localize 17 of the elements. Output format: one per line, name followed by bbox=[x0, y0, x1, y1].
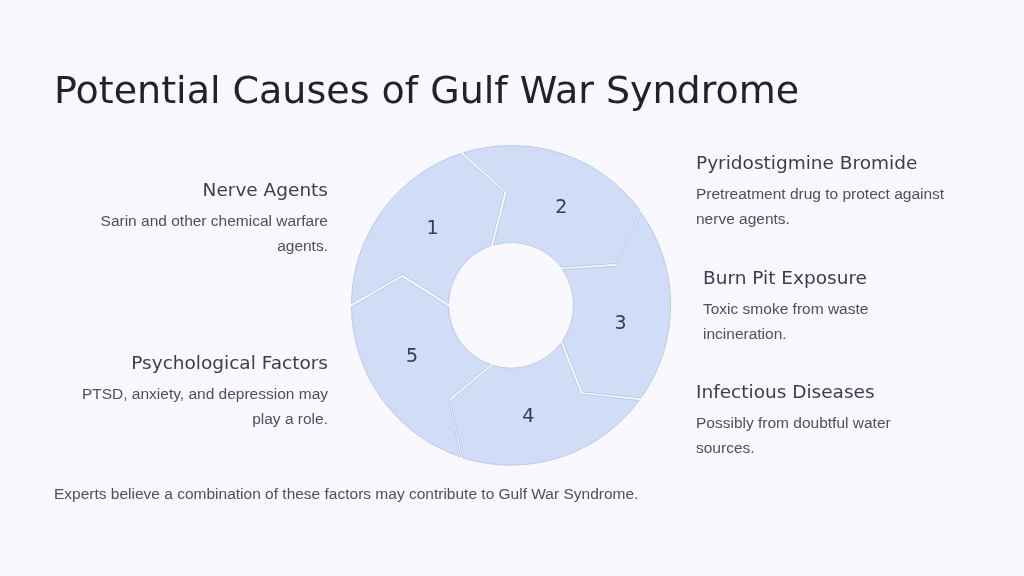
title: Potential Causes of Gulf War Syndrome bbox=[54, 68, 800, 112]
step-number: 3 bbox=[614, 311, 627, 334]
factor-description: Toxic smoke from waste incineration. bbox=[703, 299, 870, 344]
step-number: 5 bbox=[406, 344, 419, 367]
factor-heading: Burn Pit Exposure bbox=[703, 266, 867, 290]
factor-description: PTSD, anxiety, and depression may play a role. bbox=[80, 384, 328, 429]
caption-text: Experts believe a combination of these factors may contribute to Gulf War Syndrome. bbox=[54, 484, 639, 504]
step-number: 2 bbox=[555, 195, 568, 218]
step-number: 1 bbox=[426, 215, 439, 238]
factor-description: Possibly from doubtful water sources. bbox=[696, 413, 892, 458]
factor-description: Sarin and other chemical warfare agents. bbox=[99, 211, 328, 256]
factor-heading: Nerve Agents bbox=[202, 178, 328, 202]
factor-heading: Pyridostigmine Bromide bbox=[696, 151, 918, 175]
factor-heading: Psychological Factors bbox=[131, 351, 328, 375]
step-number: 4 bbox=[522, 403, 535, 426]
factor-description: Pretreatment drug to protect against nerve agents. bbox=[696, 184, 946, 229]
factor-heading: Infectious Diseases bbox=[696, 380, 875, 404]
